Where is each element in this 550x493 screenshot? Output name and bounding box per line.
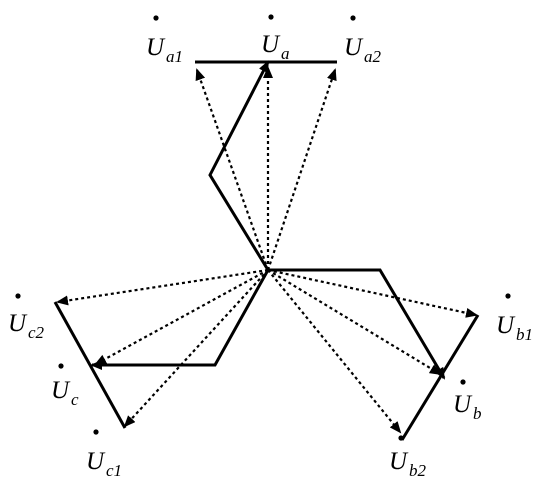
- label-sub: c1: [106, 461, 122, 480]
- label-sub: b: [473, 404, 482, 423]
- dot-accent: [93, 429, 99, 435]
- phasor-c2-to-c1-line: [53, 301, 127, 429]
- dot-accent: [460, 379, 466, 385]
- phasor-ua1-dashed: [195, 68, 270, 271]
- label-base: U: [8, 310, 28, 337]
- label-ub1: U b1: [496, 293, 533, 344]
- label-ub: U b: [453, 379, 482, 423]
- label-base: U: [51, 377, 71, 404]
- label-sub: a: [281, 44, 290, 63]
- phasor-ua2-dashed: [266, 68, 337, 271]
- label-base: U: [496, 312, 516, 339]
- phase-c-dashed: [56, 268, 269, 428]
- phase-c-winding: [90, 269, 270, 370]
- phase-b-solid: [268, 268, 480, 441]
- label-ua1: U a1: [146, 15, 183, 66]
- dot-accent: [58, 363, 64, 369]
- label-ub2: U b2: [389, 435, 427, 480]
- label-base: U: [453, 391, 473, 418]
- phasor-ub2-dashed: [267, 269, 402, 434]
- label-sub: b2: [409, 461, 427, 480]
- dot-accent: [505, 293, 511, 299]
- label-base: U: [146, 34, 166, 61]
- phase-c-solid: [53, 269, 270, 429]
- dot-accent: [398, 435, 404, 441]
- phase-a-dashed: [195, 66, 337, 271]
- dot-accent: [268, 14, 274, 20]
- phasor-uc1-dashed: [123, 269, 269, 428]
- label-sub: a2: [364, 47, 382, 66]
- dot-accent: [350, 15, 356, 21]
- phase-a-winding: [208, 60, 270, 271]
- label-uc1: U c1: [86, 429, 122, 480]
- label-sub: a1: [166, 47, 183, 66]
- label-base: U: [261, 31, 281, 58]
- label-base: U: [344, 34, 364, 61]
- phasor-uc2-dashed: [56, 268, 269, 306]
- phase-a-solid: [195, 60, 337, 271]
- phase-b-dashed: [267, 268, 478, 434]
- label-base: U: [389, 448, 409, 475]
- phasor-uc-dashed: [94, 269, 269, 365]
- label-sub: c: [71, 390, 79, 409]
- phasor-ub-dashed: [267, 269, 442, 376]
- label-ua: U a: [261, 14, 290, 63]
- label-uc2: U c2: [8, 293, 45, 342]
- phasor-b1-to-b2-line: [400, 314, 480, 441]
- label-ua2: U a2: [344, 15, 382, 66]
- label-sub: c2: [28, 323, 45, 342]
- label-base: U: [86, 448, 106, 475]
- label-uc: U c: [51, 363, 79, 409]
- dot-accent: [15, 293, 21, 299]
- label-sub: b1: [516, 325, 533, 344]
- dot-accent: [153, 15, 159, 21]
- phase-b-winding: [268, 268, 446, 380]
